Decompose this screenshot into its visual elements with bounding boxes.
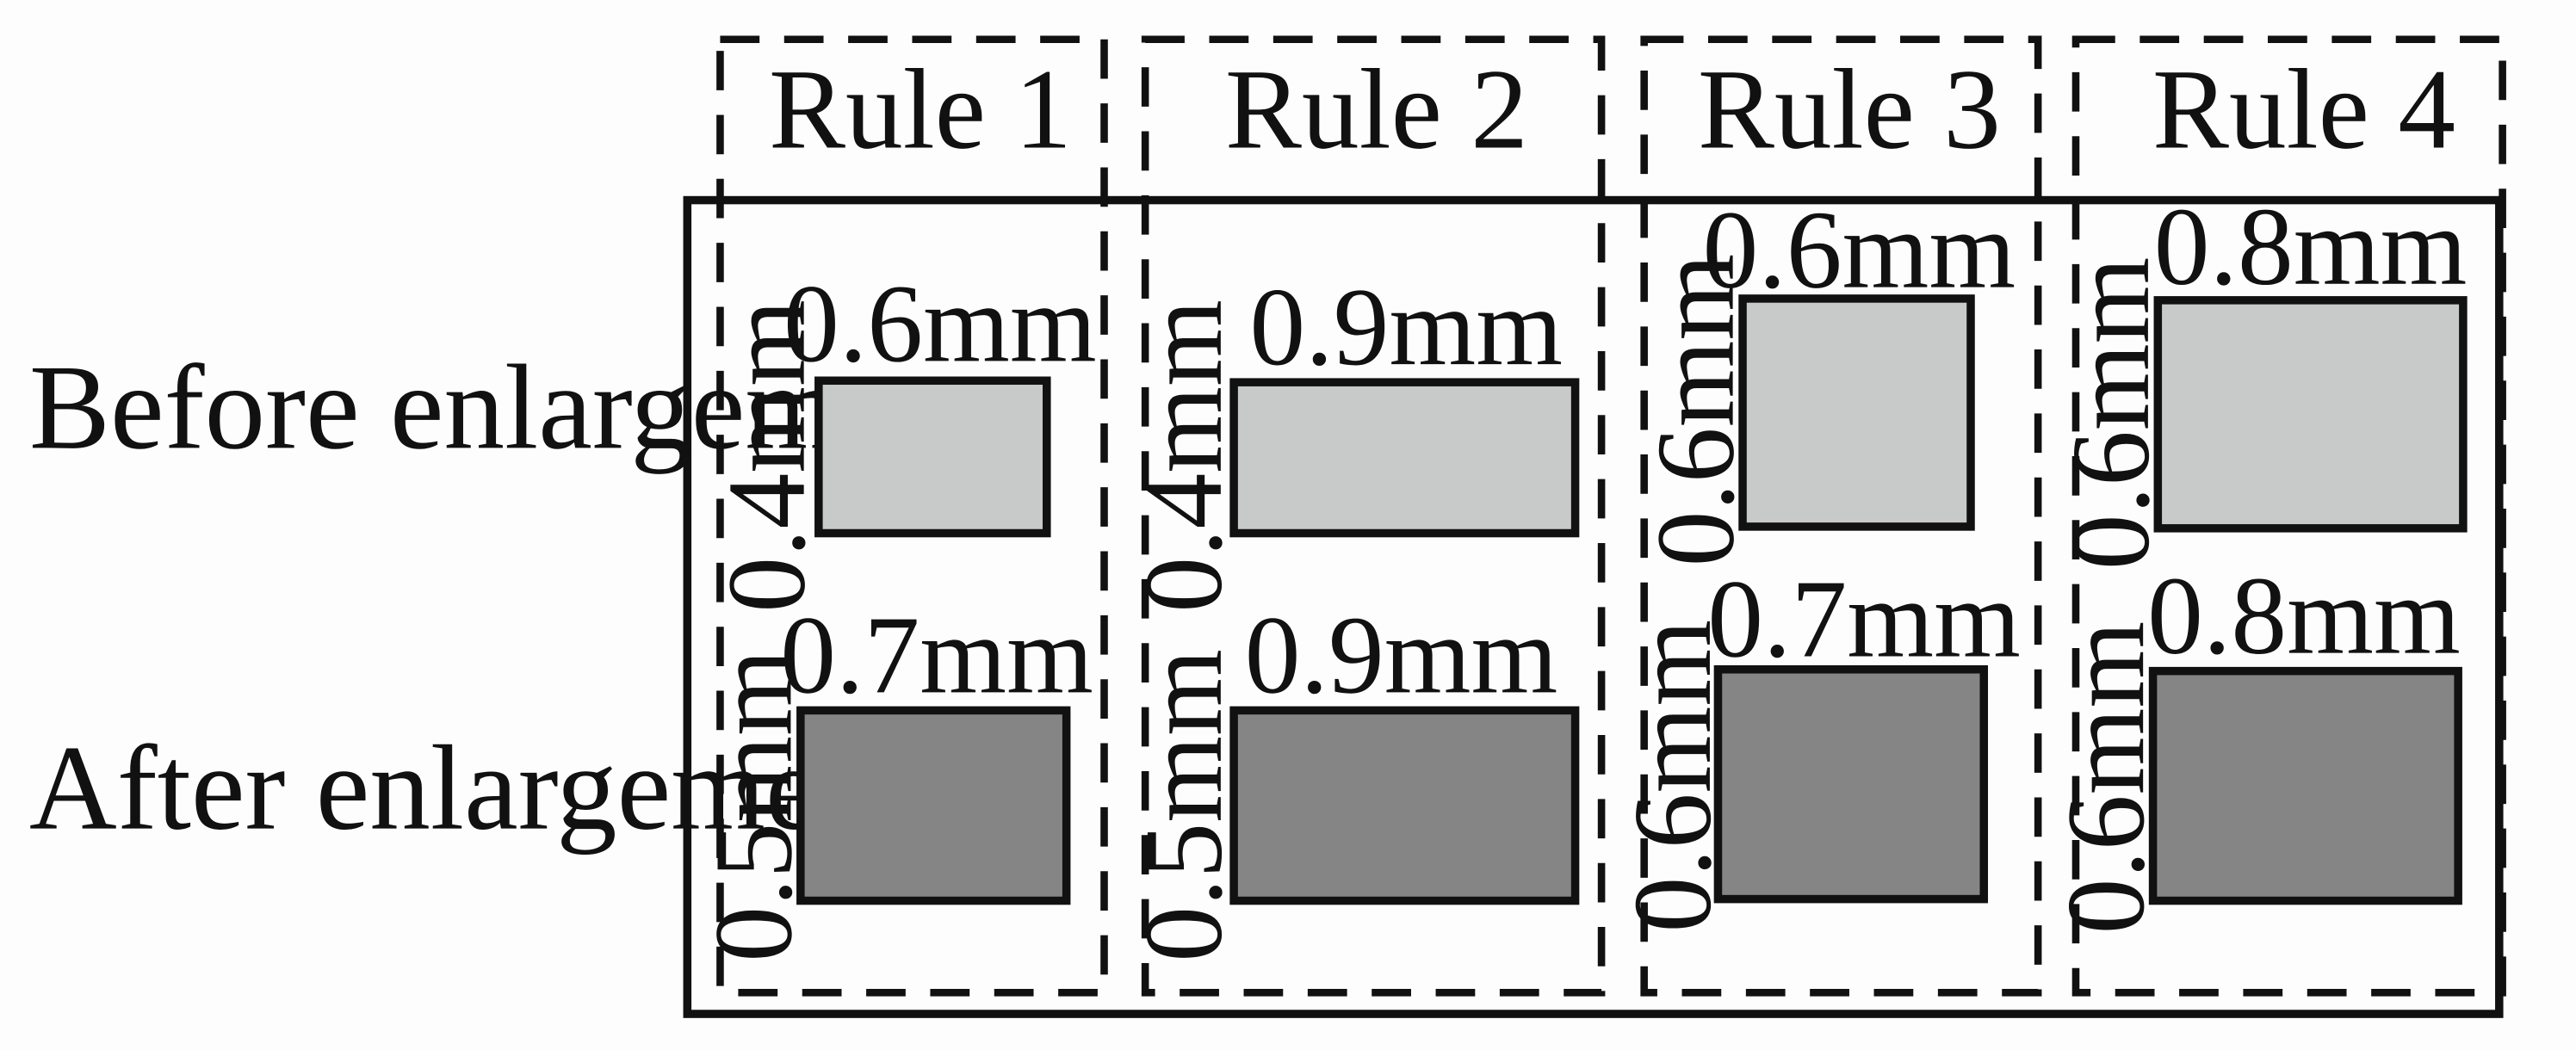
rule-3-before-height: 0.6mm	[1634, 254, 1758, 567]
rule-4-before-box	[2153, 296, 2468, 533]
rule-4-label: Rule 4	[2152, 46, 2455, 173]
rule-1-after-height: 0.5mm	[691, 649, 815, 962]
rule-4-column	[2071, 35, 2506, 997]
rule-4-after-box	[2148, 666, 2462, 905]
rule-3-column	[1640, 35, 2042, 997]
rule-3-after-box	[1713, 664, 1989, 904]
rule-1-before-height: 0.4mm	[705, 300, 829, 613]
rule-1-label: Rule 1	[769, 46, 1072, 173]
rule-2-column	[1141, 35, 1606, 997]
rule-2-before-box	[1229, 378, 1580, 538]
row-label-after: After enlargement	[29, 720, 913, 855]
rule-4-before-height: 0.6mm	[2049, 257, 2173, 571]
rule-2-after-box	[1229, 706, 1580, 905]
rule-1-after-width: 0.7mm	[780, 593, 1093, 717]
rule-4-before-width: 0.8mm	[2154, 185, 2468, 309]
rule-4-after-width: 0.8mm	[2147, 554, 2461, 678]
rule-1-after-box	[796, 706, 1071, 905]
rule-3-label: Rule 3	[1698, 46, 2001, 173]
rule-3-before-width: 0.6mm	[1703, 188, 2016, 312]
rule-3-after-width: 0.7mm	[1707, 558, 2021, 682]
rule-3-after-height: 0.6mm	[1611, 620, 1735, 933]
rule-2-before-width: 0.9mm	[1249, 265, 1563, 389]
rule-4-after-height: 0.6mm	[2044, 621, 2168, 935]
rule-1-before-width: 0.6mm	[783, 262, 1097, 386]
rule-1-before-box	[814, 376, 1051, 538]
rule-1-column	[716, 35, 1108, 997]
rule-2-after-width: 0.9mm	[1245, 593, 1558, 717]
rule-2-after-height: 0.5mm	[1122, 649, 1246, 962]
rule-2-label: Rule 2	[1225, 46, 1528, 173]
rule-2-before-height: 0.4mm	[1122, 300, 1246, 613]
rule-3-before-box	[1738, 294, 1975, 531]
